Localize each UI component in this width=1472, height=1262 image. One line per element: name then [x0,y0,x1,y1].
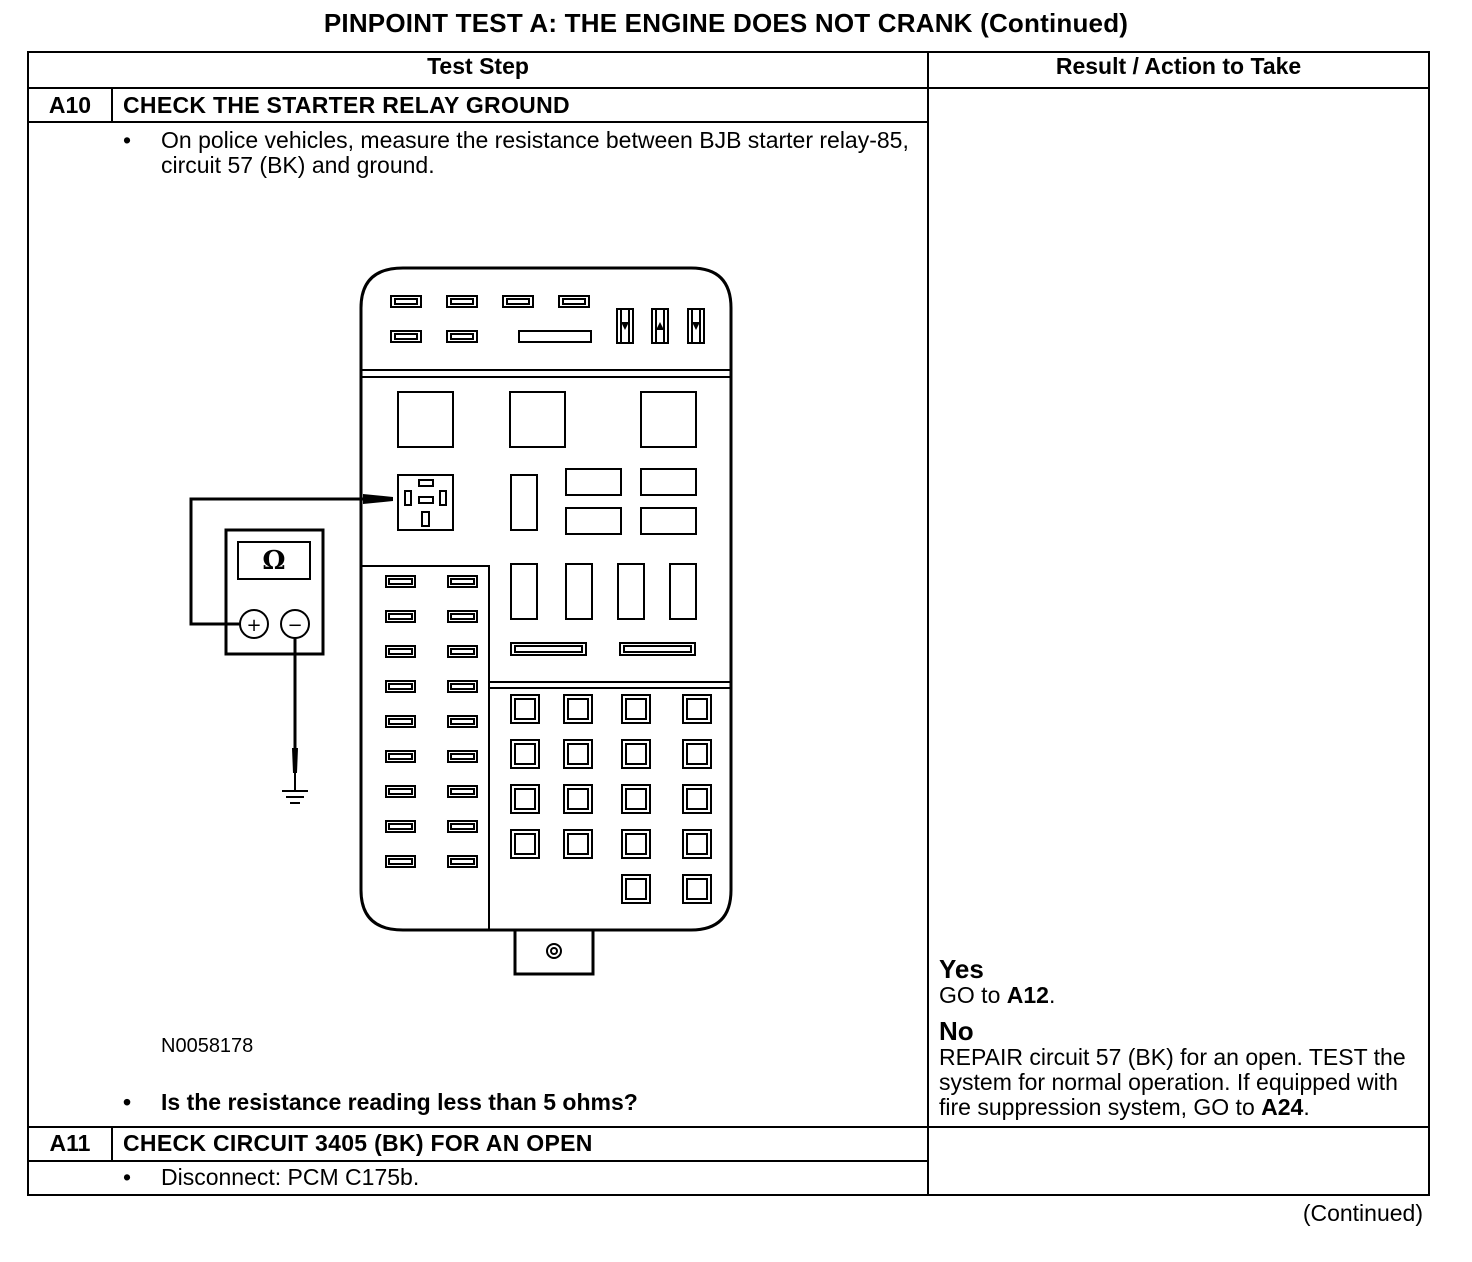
minus-sign: − [287,615,302,636]
instruction-a10: On police vehicles, measure the resistan… [29,128,961,178]
question-a10: Is the resistance reading less than 5 oh… [29,1090,961,1116]
fuse-box-diagram: Ω + − [189,266,733,976]
yes-label: Yes [939,953,984,984]
figure-id: N0058178 [161,1035,254,1058]
no-target-link: A24 [1261,1093,1304,1120]
column-header-test-step: Test Step [26,50,930,90]
maxi-fuse-grid [510,694,712,905]
result-cell-a10: Yes GO to A12. No REPAIR circuit 57 (BK)… [927,87,1431,1128]
starter-relay [397,474,454,532]
relay-large-2 [509,391,566,449]
continued-note: (Continued) [1302,1200,1423,1226]
no-label: No [939,1015,974,1046]
column-header-result: Result / Action to Take [927,50,1431,90]
top-fuses [390,295,592,344]
fuse-box-outline [359,266,733,932]
relay-large-3 [640,391,697,449]
positive-test-lead [189,497,363,626]
page-title: PINPOINT TEST A: THE ENGINE DOES NOT CRA… [323,8,1129,38]
diode-blocks [616,308,705,345]
yes-action: GO to A12. [939,981,1056,1008]
result-block-a10: Yes GO to A12. No REPAIR circuit 57 (BK)… [939,955,1424,1120]
step-id-a10: A10 [27,87,113,124]
result-cell-a11 [927,1125,1431,1197]
step-title-a10: CHECK THE STARTER RELAY GROUND [110,87,930,124]
no-action: REPAIR circuit 57 (BK) for an open. TEST… [939,1043,1406,1120]
ohmmeter-display [237,541,311,581]
step-body-a11: Disconnect: PCM C175b. [26,1159,930,1197]
yes-target-link: A12 [1006,981,1049,1008]
ground-symbol [282,773,308,805]
pinpoint-test-table: Test Step Result / Action to Take A10 CH… [26,50,1431,1197]
mini-fuse-grid [385,575,478,869]
step-body-a10: On police vehicles, measure the resistan… [26,121,930,1128]
instruction-a11: Disconnect: PCM C175b. [29,1165,927,1191]
step-id-a11: A11 [27,1125,113,1162]
ohm-symbol: Ω [262,546,285,576]
step-title-a11: CHECK CIRCUIT 3405 (BK) FOR AN OPEN [110,1125,930,1162]
positive-probe-tip [363,494,393,505]
negative-probe-tip [292,748,298,774]
ohmmeter [224,528,325,656]
relay-large-1 [397,391,454,449]
plus-sign: + [246,615,261,636]
